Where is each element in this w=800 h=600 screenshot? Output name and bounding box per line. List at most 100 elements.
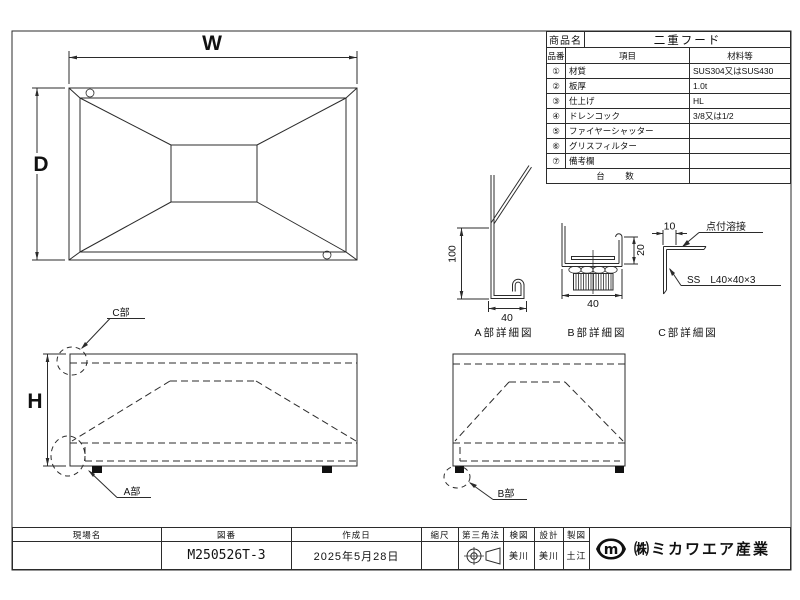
product-spec-table: 商品名 二重フード 品番 項目 材料等 ① 材質 SUS304又はSUS430 … — [546, 31, 791, 184]
drawing-no-value: M250526T-3 — [187, 548, 266, 563]
detail-a-callout-circle — [50, 435, 86, 477]
spec-row-6: ⑥ グリスフィルター — [547, 138, 790, 153]
item-no: ② — [547, 79, 566, 93]
col-header-material: 材料等 — [727, 50, 753, 61]
item-name: 仕上げ — [566, 94, 690, 108]
spec-row-2: ② 板厚 1.0t — [547, 78, 790, 93]
spec-row-3: ③ 仕上げ HL — [547, 93, 790, 108]
detail-b-ref-label: B部 — [498, 487, 515, 500]
product-name-value: 二重フード — [653, 34, 722, 47]
draft-column: 製図 土江 — [563, 528, 589, 569]
drain-hole-top-left — [85, 88, 95, 98]
date-value: 2025年5月28日 — [313, 550, 400, 563]
detail-c-top-dim: 10 — [664, 221, 676, 233]
projection-label: 第三角法 — [459, 528, 503, 542]
side-left-foot — [455, 466, 464, 473]
design-column: 設計 美川 — [534, 528, 563, 569]
company-name: ㈱ミカワエア産業 — [634, 541, 771, 558]
plan-width-dim-label: W — [202, 32, 222, 55]
detail-b-callout-circle — [443, 465, 471, 489]
item-name: ファイヤーシャッター — [566, 124, 690, 138]
front-height-dim-label: H — [27, 390, 42, 413]
spec-product-row: 商品名 二重フード — [547, 32, 790, 47]
check-label: 検図 — [504, 528, 534, 542]
detail-a-ref-label: A部 — [124, 485, 141, 498]
spec-row-4: ④ ドレンコック 3/8又は1/2 — [547, 108, 790, 123]
spec-footer-row: 台 数 — [547, 168, 790, 183]
drain-hole-bottom-right — [322, 250, 332, 260]
detail-a-title: A部詳細図 — [474, 326, 533, 339]
detail-c-view: 10 点付溶接 SS L40×40×3 C部詳細図 — [652, 220, 781, 339]
item-material: 3/8又は1/2 — [693, 111, 734, 121]
item-material — [690, 124, 790, 138]
site-column: 現場名 — [13, 528, 161, 569]
site-value — [13, 542, 161, 569]
item-no: ⑤ — [547, 124, 566, 138]
product-name-label: 商品名 — [547, 32, 585, 47]
date-column: 作成日 2025年5月28日 — [291, 528, 421, 569]
item-no: ⑦ — [547, 154, 566, 168]
detail-b-width-dim: 40 — [587, 298, 599, 310]
spec-row-1: ① 材質 SUS304又はSUS430 — [547, 63, 790, 78]
date-label: 作成日 — [292, 528, 421, 542]
item-no: ④ — [547, 109, 566, 123]
scale-value — [422, 542, 458, 569]
check-value: 美川 — [508, 551, 529, 561]
item-material: 1.0t — [693, 81, 708, 91]
design-label: 設計 — [535, 528, 563, 542]
design-value: 美川 — [538, 551, 559, 561]
col-header-item-no: 品番 — [547, 48, 566, 63]
spec-header-row: 品番 項目 材料等 — [547, 47, 790, 63]
detail-a-height-dim: 100 — [446, 245, 458, 263]
plan-view: W D — [31, 32, 358, 261]
plan-depth-dim-label: D — [33, 153, 48, 176]
sheet-border — [11, 30, 792, 571]
item-no: ⑥ — [547, 139, 566, 153]
drawing-no-label: 図番 — [162, 528, 291, 542]
site-label: 現場名 — [13, 528, 161, 542]
item-material: SUS304又はSUS430 — [693, 66, 774, 76]
item-name: グリスフィルター — [566, 139, 690, 153]
front-left-foot — [92, 466, 102, 473]
item-name: 板厚 — [566, 79, 690, 93]
item-no: ① — [547, 64, 566, 78]
item-material — [690, 154, 790, 168]
company-logo-icon: m — [596, 538, 626, 559]
scale-column: 縮尺 — [421, 528, 458, 569]
spec-row-5: ⑤ ファイヤーシャッター — [547, 123, 790, 138]
col-header-item: 項目 — [566, 48, 690, 63]
detail-c-title: C部詳細図 — [658, 326, 718, 339]
scale-label: 縮尺 — [422, 528, 458, 542]
detail-c-weld-note: 点付溶接 — [706, 220, 746, 233]
check-column: 検図 美川 — [503, 528, 534, 569]
draft-value: 土江 — [566, 551, 587, 561]
projection-value — [459, 542, 503, 569]
item-no: ③ — [547, 94, 566, 108]
unit-count-label: 台 数 — [547, 169, 690, 183]
detail-c-callout-circle — [56, 346, 88, 376]
front-right-foot — [322, 466, 332, 473]
unit-count-value — [690, 169, 790, 183]
title-block: 現場名 図番 M250526T-3 作成日 2025年5月28日 縮尺 第三角法 — [12, 527, 791, 570]
detail-c-member-note: SS L40×40×3 — [687, 275, 756, 286]
spec-row-7: ⑦ 備考欄 — [547, 153, 790, 168]
item-name: ドレンコック — [566, 109, 690, 123]
item-material — [690, 139, 790, 153]
side-view: B部 — [443, 353, 626, 500]
detail-a-width-dim: 40 — [501, 312, 513, 324]
draft-label: 製図 — [564, 528, 589, 542]
drawing-no-column: 図番 M250526T-3 — [161, 528, 291, 569]
projection-column: 第三角法 — [458, 528, 503, 569]
front-view: H C部 A部 — [27, 306, 358, 498]
detail-b-title: B部詳細図 — [567, 326, 626, 339]
detail-b-height-dim: 20 — [635, 244, 647, 256]
third-angle-projection-icon — [463, 546, 500, 565]
logo-letter: m — [604, 542, 619, 558]
item-name: 備考欄 — [566, 154, 690, 168]
detail-b-view: 20 40 B部詳細図 — [561, 223, 647, 339]
item-material: HL — [693, 96, 704, 106]
detail-a-view: 100 40 A部詳細図 — [446, 165, 533, 339]
company-cell: m ㈱ミカワエア産業 — [589, 528, 790, 569]
